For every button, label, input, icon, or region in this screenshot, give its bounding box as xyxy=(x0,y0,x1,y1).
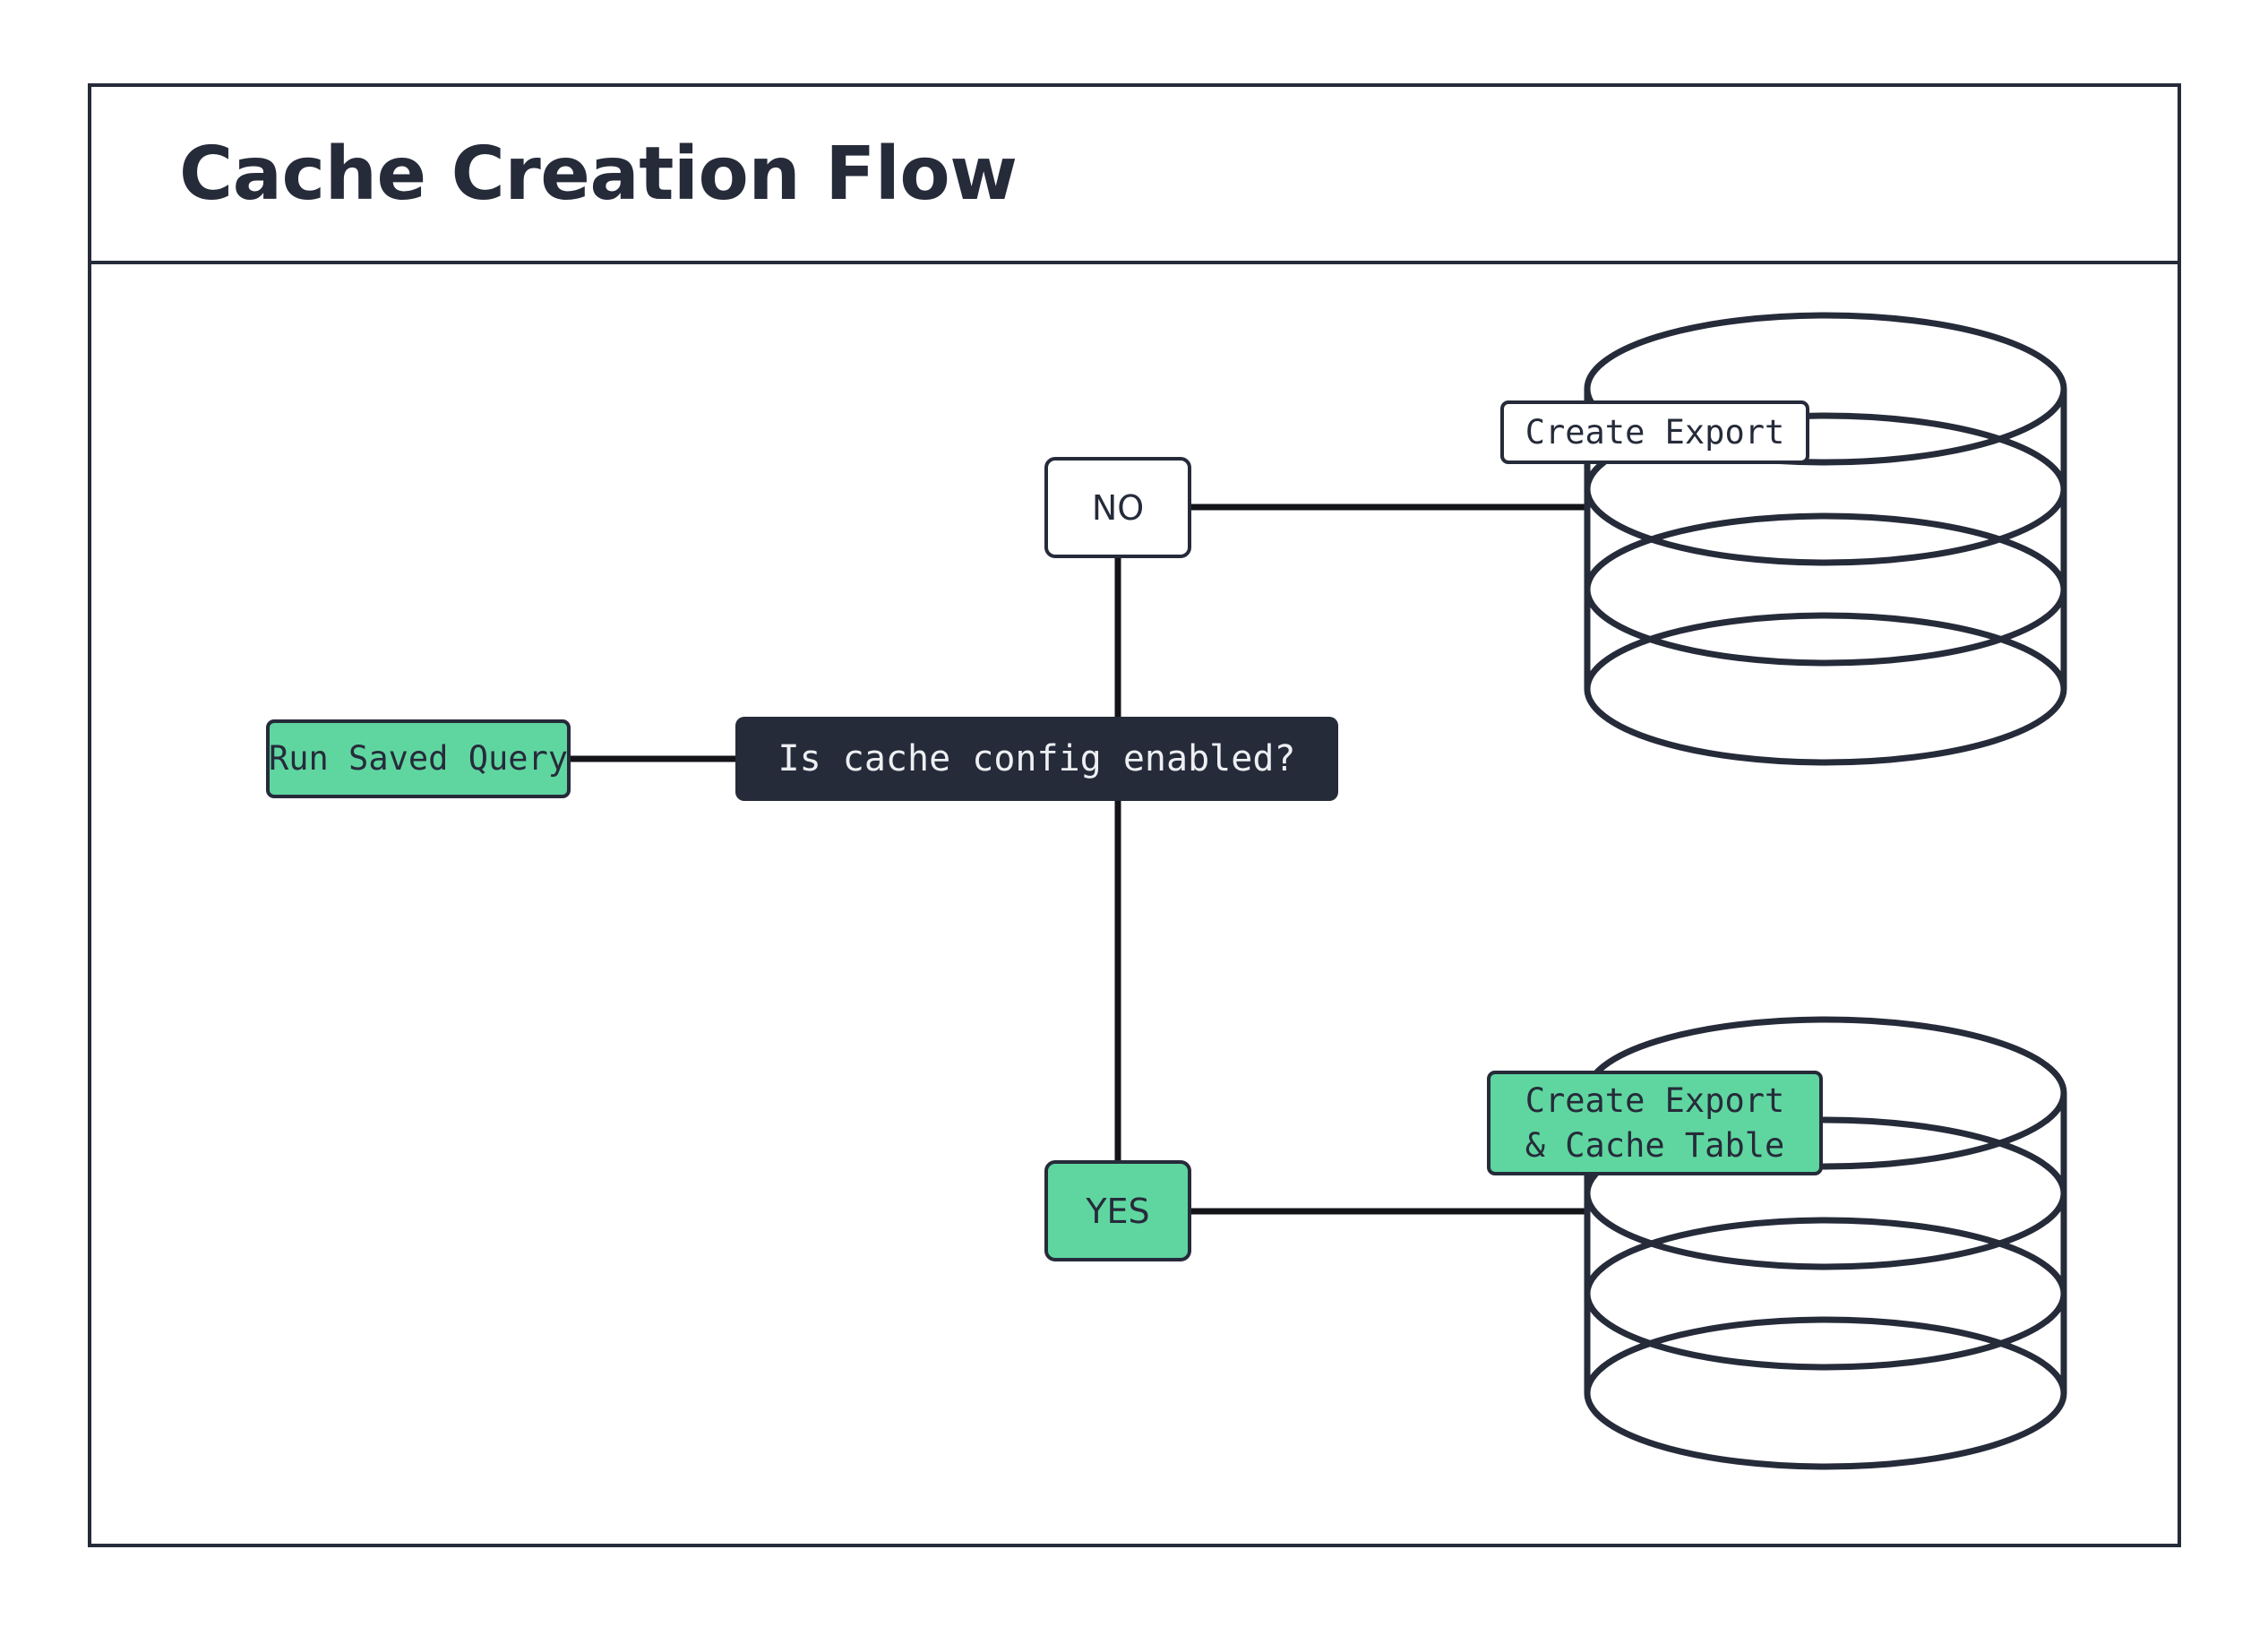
page-title: Cache Creation Flow xyxy=(179,131,1018,217)
node-label-database-bottom[interactable]: Create Export & Cache Table xyxy=(1487,1071,1823,1175)
node-is-cache-config-enabled[interactable]: Is cache config enabled? xyxy=(735,717,1338,801)
edge-label-yes[interactable]: YES xyxy=(1044,1160,1191,1261)
diagram-frame: Cache Creation Flow xyxy=(88,83,2181,1547)
database-cylinder-top xyxy=(1584,312,2067,766)
title-bar: Cache Creation Flow xyxy=(91,87,2178,264)
node-run-saved-query[interactable]: Run Saved Query xyxy=(266,719,571,798)
flow-canvas: Run Saved Query Is cache config enabled?… xyxy=(91,264,2178,1544)
edge-label-no[interactable]: NO xyxy=(1044,457,1191,558)
node-label-database-top[interactable]: Create Export xyxy=(1500,400,1809,464)
